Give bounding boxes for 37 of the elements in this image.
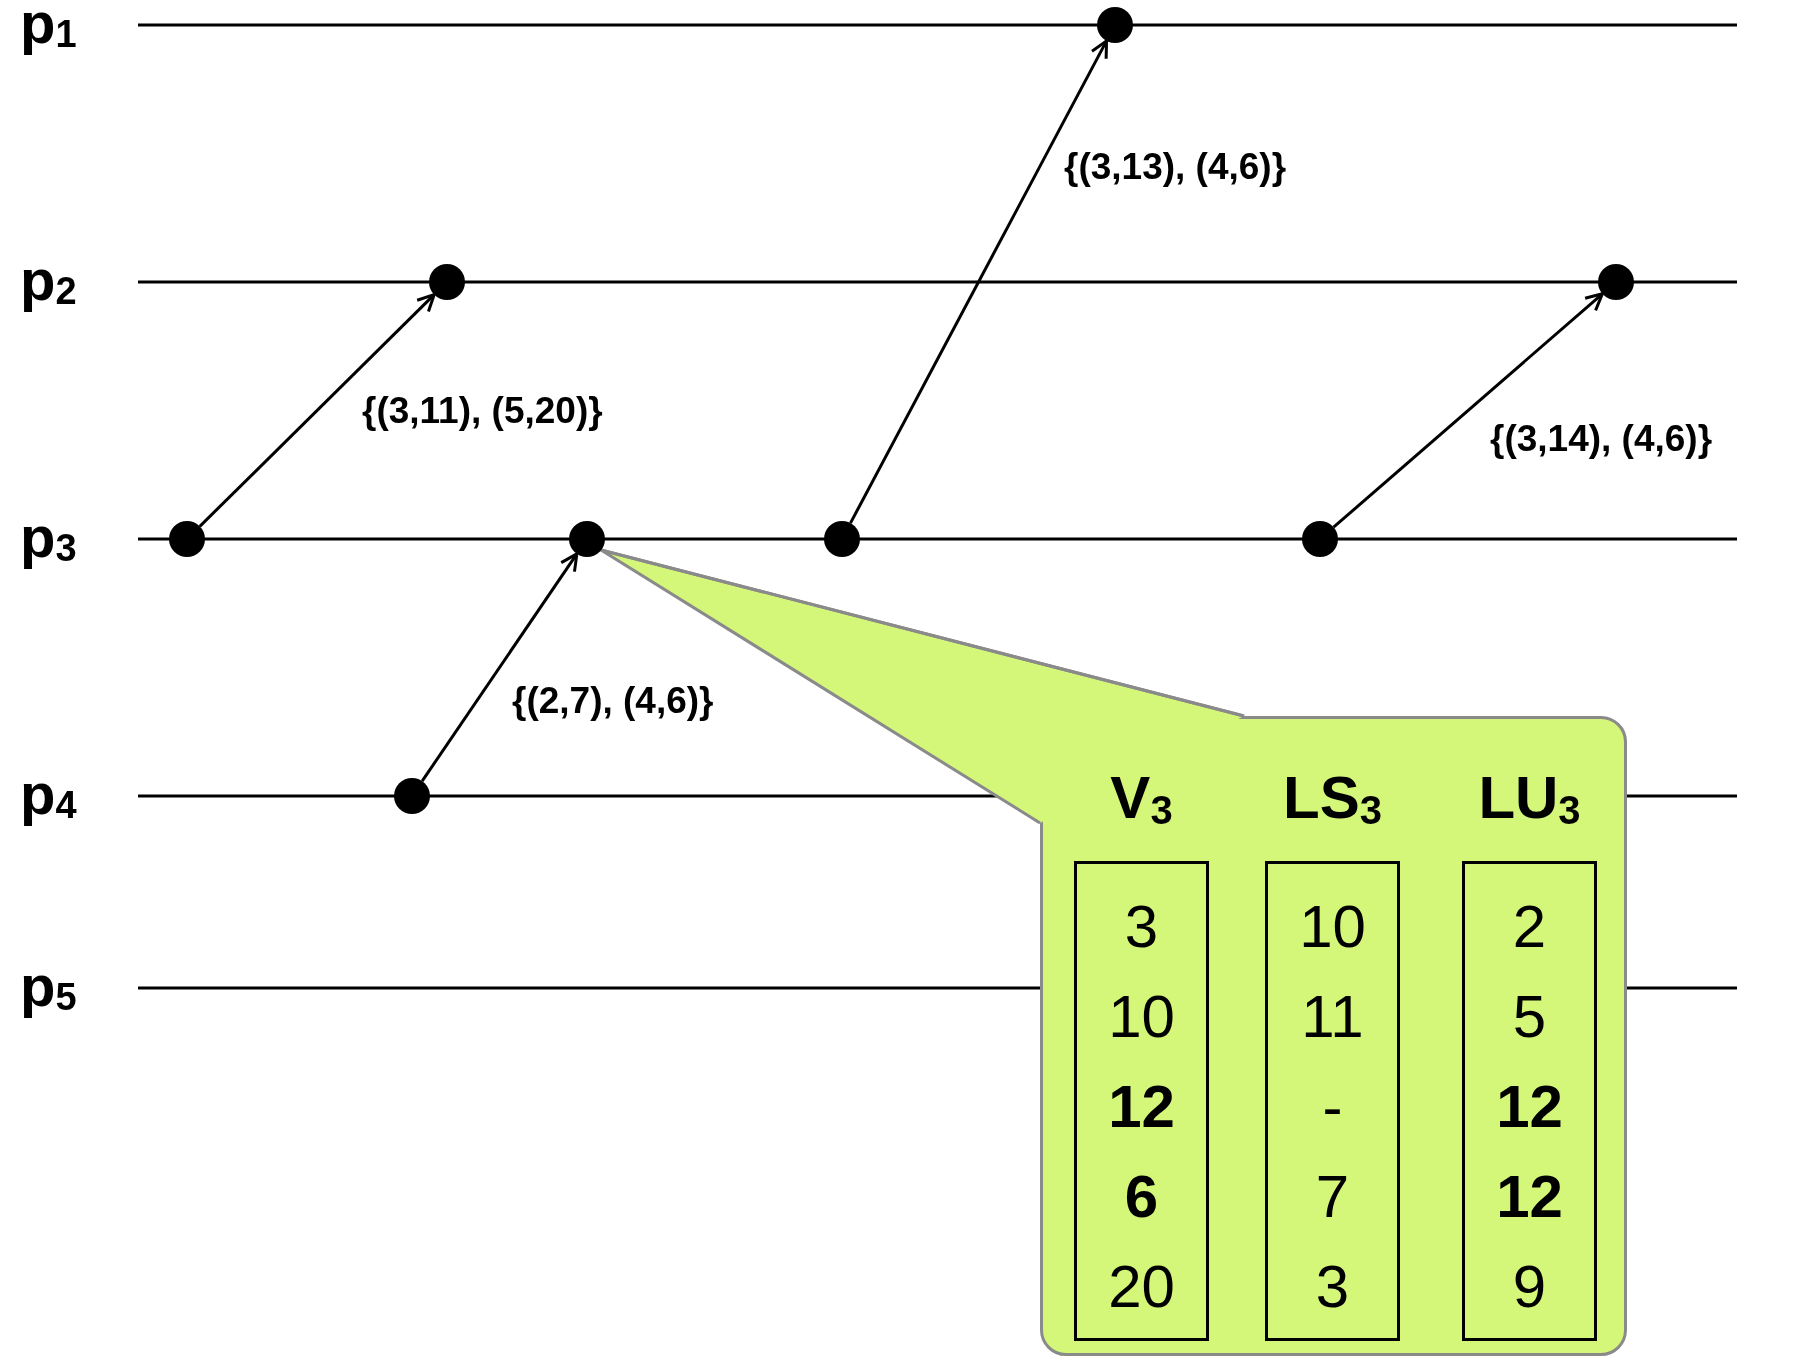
cell-value: 7 <box>1315 1162 1350 1232</box>
cell-value: 10 <box>1299 892 1366 962</box>
message-arrow <box>198 293 436 528</box>
process-label: p$_{2}$ <box>20 250 77 314</box>
event-dot <box>824 521 860 557</box>
event-dot <box>1302 521 1338 557</box>
column-header: LU$_{3}$ <box>1477 763 1582 833</box>
cell-value: 12 <box>1108 1072 1175 1142</box>
cell-value: 6 <box>1124 1162 1159 1232</box>
event-dot <box>1598 264 1634 300</box>
column-header: V$_{3}$ <box>1109 763 1174 833</box>
process-label: p$_{3}$ <box>20 507 77 571</box>
event-dot <box>569 521 605 557</box>
event-dot <box>394 778 430 814</box>
message-arrow <box>1332 292 1604 529</box>
cell-value: 3 <box>1315 1252 1350 1322</box>
column-header: LS$_{3}$ <box>1282 763 1383 833</box>
cell-value: 3 <box>1124 892 1159 962</box>
cell-value: 5 <box>1512 982 1547 1052</box>
event-dot <box>429 264 465 300</box>
event-dot <box>169 521 205 557</box>
cell-value: 9 <box>1512 1252 1547 1322</box>
leader-line <box>600 548 1245 718</box>
cell-value: 20 <box>1108 1252 1175 1322</box>
message-arrow <box>849 39 1109 524</box>
cell-value: 12 <box>1496 1162 1563 1232</box>
process-label: p$_{1}$ <box>20 0 77 57</box>
cell-value: 11 <box>1301 982 1364 1052</box>
process-label: p$_{4}$ <box>20 764 77 828</box>
event-dot <box>1097 7 1133 43</box>
message-arrow <box>420 552 579 782</box>
process-label: p$_{5}$ <box>20 956 77 1020</box>
cell-value: - <box>1322 1072 1343 1142</box>
cell-value: 10 <box>1108 982 1175 1052</box>
cell-value: 12 <box>1496 1072 1563 1142</box>
callout-box <box>1040 716 1627 1356</box>
cell-value: 2 <box>1512 892 1547 962</box>
